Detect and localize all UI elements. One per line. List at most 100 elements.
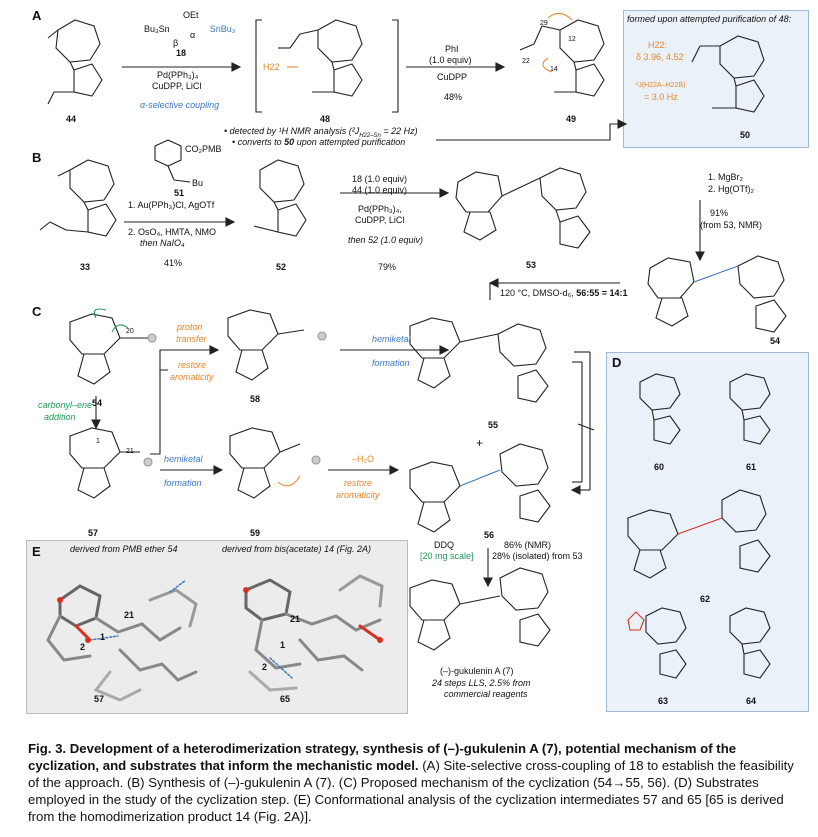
hemiketal-2: formation — [372, 358, 410, 368]
compound-50-label: 50 — [740, 130, 751, 140]
ratio-text: 56:55 = 14:1 — [576, 288, 628, 298]
structure-64 — [729, 607, 771, 679]
step-oso4: 2. OsO₄, HMTA, NMO — [128, 227, 217, 237]
panel-e-right-title: derived from bis(acetate) 14 (Fig. 2A) — [222, 544, 372, 554]
note-detected: • detected by ¹H NMR analysis (²JH22–Sn … — [224, 126, 418, 139]
restore-4: aromaticity — [336, 490, 380, 500]
compound-57-label: 57 — [88, 528, 99, 538]
cond-pd: Pd(PPh₃)₄, — [358, 204, 402, 214]
structure-50 — [691, 35, 765, 113]
compound-18-label: 18 — [176, 48, 187, 58]
reagent-18-oet: OEt — [183, 10, 199, 20]
structure-58 — [227, 309, 305, 381]
conformer-57 — [46, 579, 198, 702]
lls-note: 24 steps LLS, 2.5% from — [432, 678, 531, 688]
compound-51-label: 51 — [174, 188, 185, 198]
atom-1: 1 — [96, 438, 100, 445]
compound-56-label: 56 — [484, 530, 495, 540]
structure-48 — [278, 19, 363, 97]
compound-64-label: 64 — [746, 696, 757, 706]
conformer-65-atom-2: 2 — [262, 662, 268, 672]
compound-58-label: 58 — [250, 394, 261, 404]
ddq-reagent: DDQ — [434, 540, 454, 550]
compound-52-label: 52 — [276, 262, 287, 272]
compound-59-label: 59 — [250, 528, 261, 538]
structure-55 — [409, 317, 549, 403]
conformer-65-atom-1: 1 — [280, 640, 286, 650]
compound-54c-label: 54 — [92, 398, 103, 408]
yield-isolated: 28% (isolated) from 53 — [492, 551, 583, 561]
minus-water: –H₂O — [352, 454, 374, 464]
box-h22: H22: — [648, 40, 668, 50]
structure-61 — [729, 373, 771, 445]
cond-then52: then 52 (1.0 equiv) — [348, 235, 424, 245]
structure-7 — [409, 567, 551, 651]
cond-44: 44 (1.0 equiv) — [352, 185, 408, 195]
cond-18: 18 (1.0 equiv) — [352, 174, 408, 184]
panel-letter-b: B — [32, 150, 42, 165]
box-delta: δ 3.96, 4.52 — [636, 52, 684, 62]
figure-caption: Fig. 3. Development of a heterodimerizat… — [28, 740, 798, 825]
compound-55-label: 55 — [488, 420, 499, 430]
yield-nmr: 86% (NMR) — [504, 540, 552, 550]
atom-12: 12 — [568, 36, 576, 43]
heat-conditions: 120 °C, DMSO-d₆, 56:55 = 14:1 — [500, 288, 628, 299]
commercial-note: commercial reagents — [444, 689, 528, 699]
structure-54b — [647, 255, 787, 333]
conformer-65-label: 65 — [280, 694, 291, 704]
scale-note: [20 mg scale] — [420, 551, 474, 561]
carbonyl-ene-1: carbonyl–ene — [38, 400, 93, 410]
atom-20: 20 — [126, 328, 134, 335]
product-name: (–)-gukulenin A (7) — [440, 666, 514, 676]
conformer-65-atom-21: 21 — [290, 614, 301, 624]
structure-49 — [519, 12, 605, 97]
structure-52 — [253, 159, 307, 237]
proton-transfer-2: transfer — [176, 334, 207, 344]
atom-14: 14 — [550, 66, 558, 73]
plus-sign: + — [476, 436, 484, 450]
pd-catalyst: Pd(PPh₃)₄ — [157, 70, 199, 80]
from-53-nmr: (from 53, NMR) — [700, 220, 763, 230]
cond-cudpp: CuDPP, LiCl — [355, 215, 405, 225]
hemiketal-4: formation — [164, 478, 202, 488]
atom-29: 29 — [540, 20, 548, 27]
caption-body: (A) Site-selective cross-coupling of 18 … — [28, 758, 794, 824]
structure-33 — [39, 159, 117, 237]
alpha-label: α — [190, 30, 196, 40]
cond-hg: 2. Hg(OTf)₂ — [708, 184, 754, 194]
structure-51 — [154, 139, 191, 183]
box-j-value: = 3.0 Hz — [644, 92, 678, 102]
structure-60 — [639, 373, 681, 445]
panel-d-box — [606, 352, 809, 712]
yield-52: 41% — [164, 258, 183, 268]
conformer-57-label: 57 — [94, 694, 105, 704]
structure-57 — [69, 427, 140, 499]
compound-60-label: 60 — [654, 462, 665, 472]
h22-label: H22 — [263, 62, 280, 72]
panel-letter-e: E — [32, 544, 41, 559]
compound-53-label: 53 — [526, 260, 537, 270]
structure-56 — [409, 443, 551, 533]
conformer-57-atom-2: 2 — [80, 642, 86, 652]
beta-label: β — [173, 38, 179, 48]
conformer-57-atom-21: 21 — [124, 610, 135, 620]
restore-1: restore — [178, 360, 207, 370]
step-naio4: then NaIO₄ — [140, 238, 185, 248]
compound-49-label: 49 — [566, 114, 577, 124]
box-j-coupling: ²J(H22A–H22B) — [636, 82, 686, 89]
conformer-65 — [243, 574, 384, 692]
hemiketal-1: hemiketal — [372, 334, 411, 344]
structure-63 — [627, 607, 687, 679]
panel-letter-c: C — [32, 304, 42, 319]
structure-53 — [455, 167, 591, 249]
carbonyl-ene-2: addition — [44, 412, 76, 422]
note-converts: • converts to 50 upon attempted purifica… — [232, 137, 406, 147]
hemiketal-3: hemiketal — [164, 454, 203, 464]
restore-2: aromaticity — [170, 372, 214, 382]
scheme-drawing — [39, 12, 787, 702]
yield-53: 79% — [378, 262, 397, 272]
phi-equiv: (1.0 equiv) — [429, 55, 472, 65]
co2pmb-label: CO₂PMB — [185, 144, 222, 154]
structure-62 — [627, 489, 771, 579]
step-au: 1. Au(PPh₃)Cl, AgOTf — [128, 200, 215, 210]
